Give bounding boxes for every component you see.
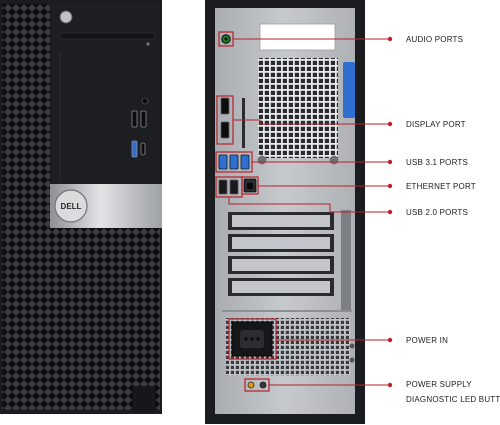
front-audio-jack-icon[interactable] [141, 97, 149, 105]
front-usbc-port-icon[interactable] [140, 142, 146, 156]
callout-endpoints [387, 36, 393, 388]
rear-usb20-port-icon[interactable] [229, 179, 239, 195]
display-leader-line [233, 119, 388, 125]
expansion-slot-divider [242, 98, 245, 148]
front-mesh-left [2, 4, 50, 410]
front-chassis: DELL [0, 0, 162, 414]
callout-label-power-supply: POWER SUPPLY [406, 380, 472, 389]
rear-fan-vent [258, 58, 338, 158]
rear-usb31-port-icon[interactable] [229, 154, 239, 170]
expansion-slot-cover [232, 237, 330, 249]
power-callout-box [228, 318, 277, 360]
front-usb2-port-icon[interactable] [140, 110, 147, 128]
expansion-slot-cover [232, 259, 330, 271]
psu-diagnostic-led-icon [247, 381, 255, 389]
expansion-slot-cover [232, 215, 330, 227]
display-port-icon[interactable] [220, 121, 230, 139]
callout-label-usb31-ports: USB 3.1 PORTS [406, 158, 469, 167]
callout-label-usb20-ports: USB 2.0 PORTS [406, 208, 469, 217]
psu-diagnostic-button-icon[interactable] [259, 381, 267, 389]
callout-label-ethernet-port: ETHERNET PORT [406, 182, 476, 191]
callout-label-audio-ports: AUDIO PORTS [406, 35, 464, 44]
optical-drive-bay [59, 32, 156, 40]
power-button-icon[interactable] [59, 10, 73, 24]
rear-usb31-port-icon[interactable] [240, 154, 250, 170]
top-handle-cutout [259, 23, 336, 51]
display-port-icon[interactable] [220, 97, 230, 115]
callout-label-display-port: DISPLAY PORT [406, 120, 466, 129]
dell-logo-text: DELL [61, 202, 82, 211]
dell-logo-icon [54, 189, 88, 223]
slot-retention-bar [341, 210, 351, 310]
front-usb3-port-icon[interactable] [131, 140, 138, 158]
rear-usb31-port-icon[interactable] [218, 154, 228, 170]
callout-leaders [228, 38, 388, 386]
usb20-leader-line [228, 197, 388, 213]
side-panel-latch[interactable] [343, 62, 355, 118]
front-mesh-bottom [50, 228, 160, 410]
front-usb2-port-icon[interactable] [131, 110, 138, 128]
rear-usb20-port-icon[interactable] [218, 179, 228, 195]
callout-label-diagnostic-led-button: DIAGNOSTIC LED BUTTON [406, 395, 500, 404]
expansion-slot-cover [232, 281, 330, 293]
callout-label-power-in: POWER IN [406, 336, 449, 345]
